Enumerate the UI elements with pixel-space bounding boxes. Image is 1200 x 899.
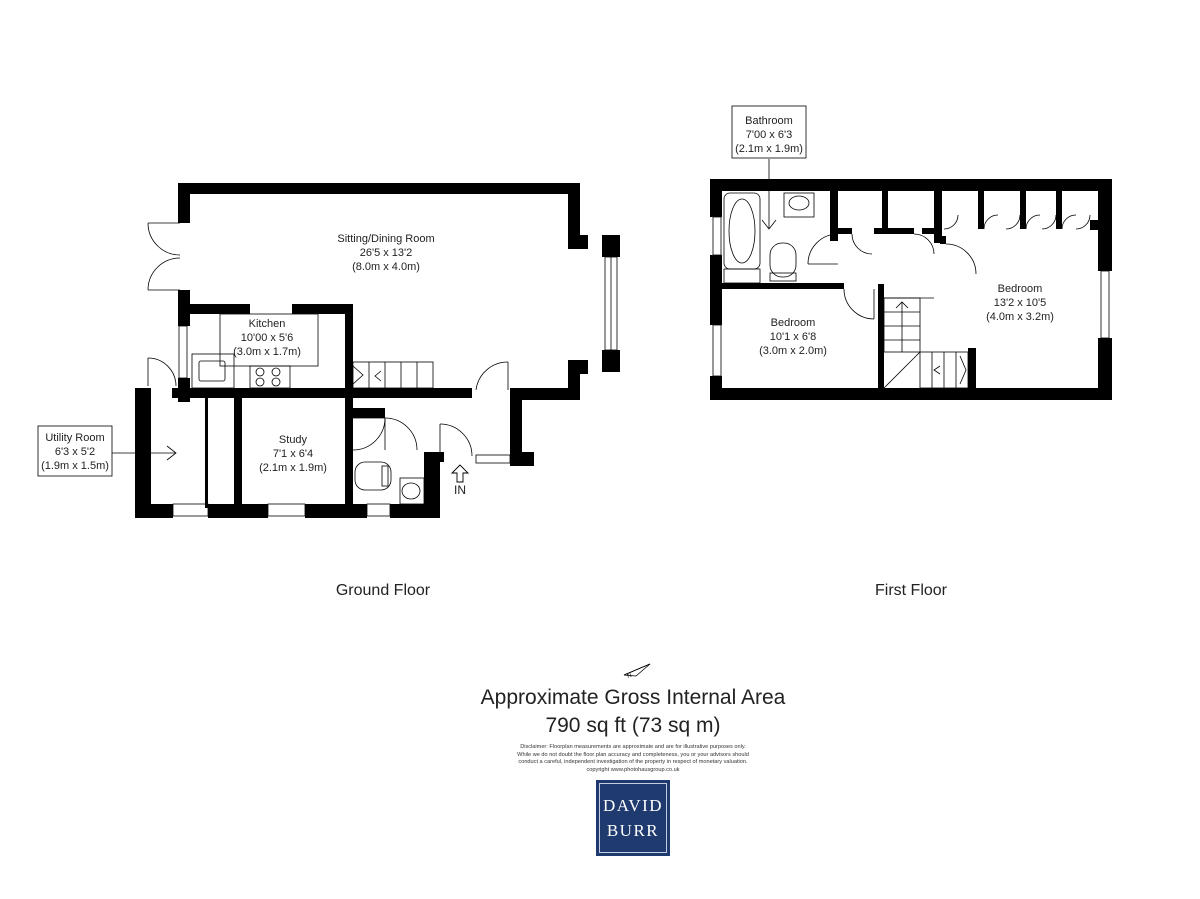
first-floor-plan: Bathroom 7'00 x 6'3 (2.1m x 1.9m) Bedroo… — [710, 105, 1112, 599]
room-name: Bedroom — [998, 283, 1043, 295]
room-name: Study — [279, 434, 308, 446]
room-dims-metric: (3.0m x 1.7m) — [233, 346, 301, 358]
room-label-sitting-dining: Sitting/Dining Room 26'5 x 13'2 (8.0m x … — [337, 233, 434, 273]
kitchen-fixtures — [191, 313, 319, 389]
room-dims-metric: (3.0m x 2.0m) — [759, 345, 827, 357]
first-floor-title: First Floor — [875, 582, 948, 599]
ground-floor-doors — [147, 222, 509, 457]
room-name: Kitchen — [249, 318, 286, 330]
logo-word: BURR — [606, 821, 660, 840]
ground-floor-title: Ground Floor — [336, 582, 431, 599]
disclaimer-line: While we do not doubt the floor plan acc… — [517, 751, 749, 758]
first-floor-doors — [807, 214, 1091, 320]
first-floor-stairs — [883, 297, 969, 389]
room-dims-imperial: 10'00 x 5'6 — [241, 332, 294, 344]
room-name: Bathroom — [745, 115, 793, 127]
room-dims-metric: (8.0m x 4.0m) — [352, 261, 420, 273]
utility-pointer-arrow — [112, 445, 177, 461]
logo-frame: DAVID BURR — [599, 783, 667, 853]
disclaimer-line: conduct a careful, independent investiga… — [518, 759, 748, 766]
room-dims-imperial: 6'3 x 5'2 — [55, 446, 95, 458]
utility-label-box — [37, 425, 113, 477]
gross-area-title: Approximate Gross Internal Area — [480, 686, 786, 709]
ground-floor-windows — [172, 256, 618, 517]
agency-logo: DAVID BURR — [596, 780, 670, 856]
room-dims-imperial: 13'2 x 10'5 — [994, 297, 1047, 309]
bathroom-label-box — [731, 105, 807, 159]
room-name: Utility Room — [45, 432, 104, 444]
room-name: Sitting/Dining Room — [337, 233, 434, 245]
ground-floor-plan: IN Sitting/Dining Room 26'5 x 13'2 (8.0m… — [37, 183, 620, 599]
room-label-bedroom-large: Bedroom 13'2 x 10'5 (4.0m x 3.2m) — [986, 283, 1054, 323]
room-label-kitchen: Kitchen 10'00 x 5'6 (3.0m x 1.7m) — [233, 318, 301, 358]
disclaimer: Disclaimer: Floorplan measurements are a… — [483, 744, 783, 774]
logo-word: DAVID — [602, 796, 664, 815]
room-dims-metric: (4.0m x 3.2m) — [986, 311, 1054, 323]
entrance-label: IN — [454, 483, 466, 497]
room-dims-imperial: 7'00 x 6'3 — [746, 129, 792, 141]
svg-text:N: N — [627, 673, 633, 680]
room-label-bathroom: Bathroom 7'00 x 6'3 (2.1m x 1.9m) — [731, 105, 807, 159]
room-dims-imperial: 26'5 x 13'2 — [360, 247, 413, 259]
room-dims-metric: (2.1m x 1.9m) — [735, 143, 803, 155]
room-dims-imperial: 7'1 x 6'4 — [273, 448, 313, 460]
room-name: Bedroom — [771, 317, 816, 329]
room-label-utility: Utility Room 6'3 x 5'2 (1.9m x 1.5m) — [37, 425, 113, 477]
bathroom-fixtures — [723, 192, 815, 284]
first-floor-windows — [712, 216, 1110, 377]
ground-floor-stairs — [352, 361, 434, 389]
gross-area-value: 790 sq ft (73 sq m) — [545, 714, 721, 737]
north-arrow-icon: N — [623, 663, 651, 680]
room-dims-imperial: 10'1 x 6'8 — [770, 331, 816, 343]
bathroom-pointer-arrow — [761, 159, 777, 230]
room-dims-metric: (1.9m x 1.5m) — [41, 460, 109, 472]
room-dims-metric: (2.1m x 1.9m) — [259, 462, 327, 474]
disclaimer-line: copyright www.photohausgroup.co.uk — [586, 766, 680, 773]
disclaimer-line: Disclaimer: Floorplan measurements are a… — [520, 744, 746, 750]
entrance-arrow-icon — [450, 464, 470, 483]
wc-fixtures — [354, 461, 425, 505]
first-floor-walls — [710, 179, 1112, 400]
room-label-study: Study 7'1 x 6'4 (2.1m x 1.9m) — [259, 434, 327, 474]
room-label-bedroom-small: Bedroom 10'1 x 6'8 (3.0m x 2.0m) — [759, 317, 827, 357]
